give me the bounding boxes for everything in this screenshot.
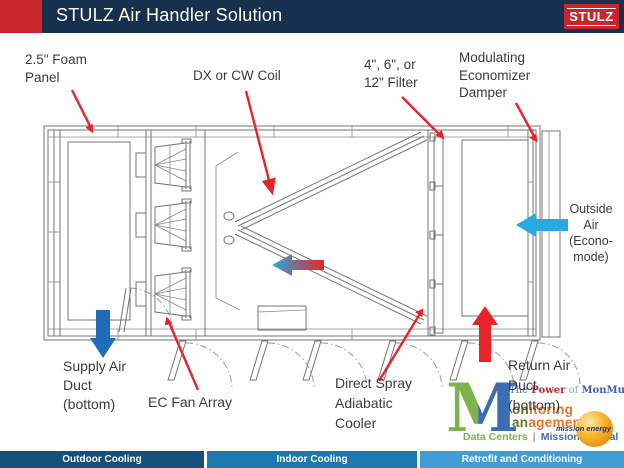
ec-fan-array xyxy=(135,130,192,336)
damper-pointer xyxy=(514,102,537,139)
tagline-the: The xyxy=(509,385,532,396)
supply-air-arrow xyxy=(90,310,116,358)
tagline-brand: MonMun xyxy=(581,385,624,396)
filter-label: 4", 6", or 12" Filter xyxy=(364,57,418,90)
stulz-logo-text: STULZ xyxy=(567,7,616,26)
outside-air-label: Outside Air (Econo- mode) xyxy=(569,202,613,264)
unit-legs xyxy=(167,340,539,381)
coil-pointer xyxy=(244,90,276,196)
header-bar: STULZ Air Handler Solution STULZ xyxy=(0,0,624,33)
watermark-m-logo: M M xyxy=(446,369,520,447)
tab-indoor-cooling[interactable]: Indoor Cooling xyxy=(207,451,417,468)
dx-cw-coil-label: DX or CW Coil xyxy=(193,68,281,83)
foam-panel-wall xyxy=(48,130,61,336)
management-rest: agement xyxy=(528,415,586,430)
fan-pointer xyxy=(166,319,200,391)
spray-pointer xyxy=(377,311,423,382)
footer-nav: Outdoor Cooling Indoor Cooling Retrofit … xyxy=(0,451,624,468)
ec-fan-array-label: EC Fan Array xyxy=(148,394,233,410)
watermark-monitoring: onitoring xyxy=(512,402,573,417)
monitoring-rest: itoring xyxy=(529,402,574,417)
pointer-arrowheads xyxy=(85,123,538,326)
filter-pointer xyxy=(401,96,442,137)
m-right-blue: M xyxy=(446,369,520,447)
return-air-arrow xyxy=(472,306,498,362)
fan-unit xyxy=(135,198,192,252)
tab-retrofit-conditioning[interactable]: Retrofit and Conditioning xyxy=(420,451,624,468)
outside-air-arrow xyxy=(516,213,568,237)
adiabatic-cooler-label: Direct Spray Adiabatic Cooler xyxy=(335,375,413,431)
tagline-power: Power xyxy=(531,385,566,396)
pointer-arrows xyxy=(70,89,537,391)
foam-panel-pointer xyxy=(70,89,94,131)
mission-energy-text: mission energy xyxy=(556,424,612,433)
economizer-damper-label: Modulating Economizer Damper xyxy=(459,50,531,100)
v-coil xyxy=(204,130,429,336)
tagline-of: of xyxy=(565,385,582,396)
watermark-tagline: The Power of MonMun xyxy=(509,385,624,396)
data-centers-text: Data Centers xyxy=(463,431,528,443)
m-left-green: M xyxy=(446,369,520,447)
globe-icon xyxy=(576,411,613,447)
filter-bank xyxy=(429,132,444,336)
fan-unit xyxy=(135,138,192,192)
tab-outdoor-cooling[interactable]: Outdoor Cooling xyxy=(0,451,204,468)
access-doors xyxy=(185,342,581,390)
supply-air-duct-label: Supply Air Duct (bottom) xyxy=(63,358,127,412)
monitoring-prefix: on xyxy=(512,402,530,417)
stulz-logo: STULZ xyxy=(564,4,619,29)
fan-unit xyxy=(135,267,192,321)
foam-panel-label: 2.5" Foam Panel xyxy=(25,52,87,85)
page-title: STULZ Air Handler Solution xyxy=(56,5,283,25)
separator: | xyxy=(532,431,536,443)
management-prefix: an xyxy=(512,415,529,430)
return-air-duct-label: Return Air Duct (bottom) xyxy=(508,357,571,413)
red-corner-accent xyxy=(0,0,42,33)
airflow-mixing-arrow xyxy=(272,254,324,276)
supply-plenum xyxy=(67,141,174,333)
watermark-management: anagement xyxy=(512,415,586,430)
panel-seams xyxy=(117,126,509,340)
return-plenum xyxy=(461,139,529,317)
unit-frame xyxy=(43,125,541,341)
